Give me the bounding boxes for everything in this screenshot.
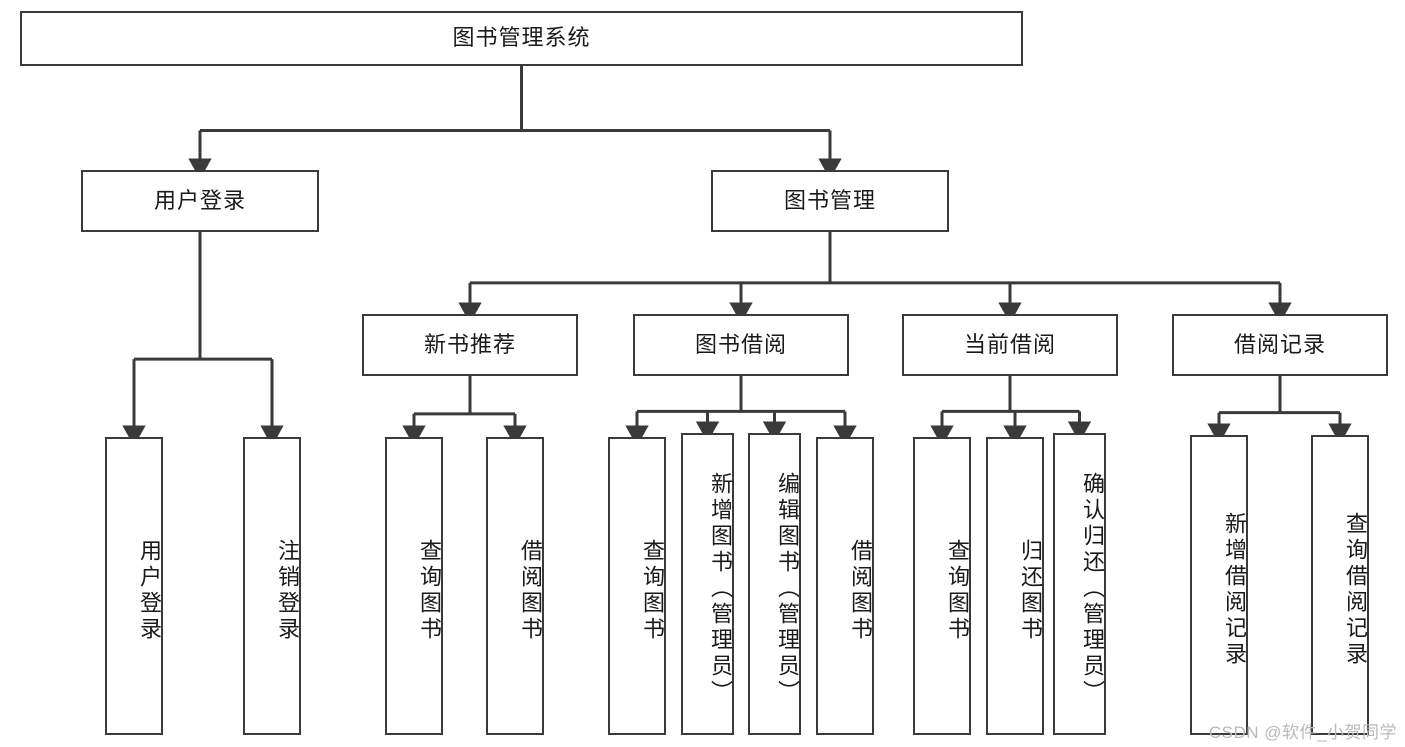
node-label: 查询图书 <box>945 539 970 643</box>
node-newbook[interactable]: 新书推荐 <box>362 314 578 376</box>
node-records[interactable]: 借阅记录 <box>1172 314 1388 376</box>
node-label: 查询借阅记录 <box>1343 512 1368 668</box>
node-leaf-rec-2[interactable]: 查询借阅记录 <box>1311 435 1369 735</box>
node-leaf-borrow-3[interactable]: 编辑图书（管理员） <box>748 433 801 735</box>
node-label: 查询图书 <box>640 539 665 643</box>
node-label: 借阅图书 <box>848 539 873 643</box>
node-label: 图书借阅 <box>694 331 787 357</box>
node-leaf-cur-2[interactable]: 归还图书 <box>986 437 1044 735</box>
node-leaf-cur-3[interactable]: 确认归还（管理员） <box>1053 433 1106 735</box>
node-current[interactable]: 当前借阅 <box>902 314 1118 376</box>
node-leaf-new-2[interactable]: 借阅图书 <box>486 437 544 735</box>
node-label: 新增图书（管理员） <box>708 472 733 706</box>
node-leaf-borrow-4[interactable]: 借阅图书 <box>816 437 874 735</box>
node-label: 借阅图书 <box>518 539 543 643</box>
node-label: 新增借阅记录 <box>1222 512 1247 668</box>
node-bookmgmt[interactable]: 图书管理 <box>711 170 949 232</box>
node-leaf-borrow-1[interactable]: 查询图书 <box>608 437 666 735</box>
node-label: 用户登录 <box>153 187 246 213</box>
node-root[interactable]: 图书管理系统 <box>20 11 1023 66</box>
node-label: 归还图书 <box>1018 539 1043 643</box>
node-label: 图书管理系统 <box>452 25 591 51</box>
node-borrow[interactable]: 图书借阅 <box>633 314 849 376</box>
node-leaf-login-1[interactable]: 用户登录 <box>105 437 163 735</box>
node-label: 当前借阅 <box>963 331 1056 357</box>
node-label: 用户登录 <box>137 539 162 643</box>
node-login[interactable]: 用户登录 <box>81 170 319 232</box>
node-leaf-login-2[interactable]: 注销登录 <box>243 437 301 735</box>
node-label: 图书管理 <box>783 187 876 213</box>
node-label: 确认归还（管理员） <box>1080 472 1105 706</box>
node-leaf-borrow-2[interactable]: 新增图书（管理员） <box>681 433 734 735</box>
node-label: 新书推荐 <box>423 331 516 357</box>
node-leaf-new-1[interactable]: 查询图书 <box>385 437 443 735</box>
node-label: 借阅记录 <box>1233 331 1326 357</box>
node-leaf-cur-1[interactable]: 查询图书 <box>913 437 971 735</box>
node-label: 编辑图书（管理员） <box>775 472 800 706</box>
node-label: 注销登录 <box>275 539 300 643</box>
node-label: 查询图书 <box>417 539 442 643</box>
node-leaf-rec-1[interactable]: 新增借阅记录 <box>1190 435 1248 735</box>
